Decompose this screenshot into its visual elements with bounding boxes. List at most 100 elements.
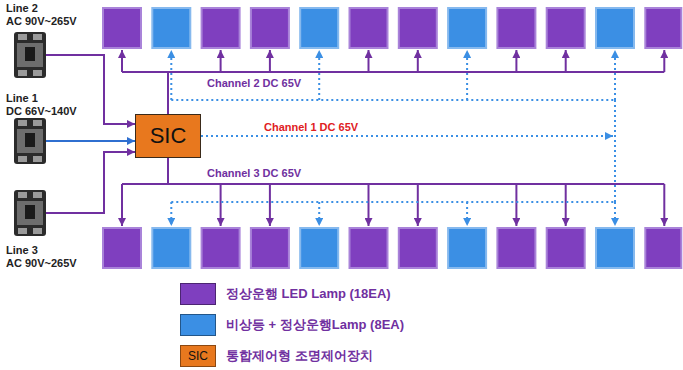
led-lamp (251, 8, 289, 48)
channel-wire (167, 72, 169, 114)
breaker-body (14, 190, 46, 236)
legend-text: 비상등 + 정상운행Lamp (8EA) (226, 317, 404, 333)
breaker-body (14, 32, 46, 78)
legend-text: 통합제어형 조명제어장치 (226, 348, 373, 364)
wire-stub (46, 140, 85, 142)
channel-wire (122, 183, 664, 185)
control-unit-box: SIC (135, 114, 201, 158)
channel-wire (201, 135, 613, 137)
feed-arrow (220, 184, 222, 226)
breaker-terminal (18, 228, 27, 234)
lamp-row (103, 228, 681, 268)
led-lamp (547, 228, 585, 268)
led-lamp (103, 8, 141, 48)
breaker-symbol (14, 118, 46, 164)
breaker-terminal (33, 34, 42, 40)
channel-label: Channel 2 DC 65V (205, 76, 303, 90)
channel-wire (614, 100, 616, 202)
legend-swatch (180, 283, 216, 305)
feed-arrow (663, 50, 665, 72)
feed-arrow (466, 50, 468, 100)
node-text: AC 90V~265V (6, 257, 77, 270)
breaker-toggle (25, 47, 35, 61)
breaker-terminal (33, 120, 42, 126)
node-text: Line 1 (6, 92, 38, 105)
feed-arrow (368, 50, 370, 72)
emergency-lamp (300, 228, 338, 268)
lamp-row (103, 8, 681, 48)
breaker-symbol (14, 190, 46, 236)
emergency-lamp (448, 8, 486, 48)
feed-arrow (318, 202, 320, 226)
channel-wiring (171, 50, 615, 226)
emergency-lamp (300, 8, 338, 48)
feed-arrow (121, 50, 123, 72)
breaker-terminal (33, 228, 42, 234)
legend-text: 정상운행 LED Lamp (18EA) (226, 286, 391, 302)
feed-arrow (614, 50, 616, 100)
legend-row: 통합제어형 조명제어장치 (180, 345, 373, 367)
breaker-stubs (46, 55, 85, 213)
legend-row: 비상등 + 정상운행Lamp (8EA) (180, 314, 404, 336)
node-text: DC 66V~140V (6, 105, 77, 118)
led-lamp (399, 228, 437, 268)
channel-wire (171, 99, 615, 101)
channel-wiring (122, 50, 664, 114)
led-lamp (202, 8, 240, 48)
breaker-unit: Line 3AC 90V~265V (4, 190, 85, 270)
channel-label: Channel 3 DC 65V (205, 166, 303, 180)
breaker-toggle (25, 133, 35, 147)
channel-wire (122, 71, 664, 73)
feed-arrow (269, 184, 271, 226)
feed-arrow (515, 184, 517, 226)
feed-arrow (515, 50, 517, 72)
channel-wire (171, 201, 615, 203)
led-lamp (645, 228, 681, 268)
led-lamp (251, 228, 289, 268)
feed-arrow (663, 184, 665, 226)
breaker-body (14, 118, 46, 164)
feed-arrow (565, 184, 567, 226)
breaker-toggle (25, 205, 35, 219)
wire-stub (46, 212, 85, 214)
led-lamp (497, 228, 535, 268)
legend-swatch (180, 314, 216, 336)
breaker-terminal (18, 192, 27, 198)
feed-arrow (417, 184, 419, 226)
led-lamp (645, 8, 681, 48)
channel-label: Channel 1 DC 65V (262, 120, 360, 134)
emergency-lamp (448, 228, 486, 268)
breaker-terminal (33, 192, 42, 198)
legend-row: 정상운행 LED Lamp (18EA) (180, 283, 391, 305)
feed-arrow (565, 50, 567, 72)
feed-arrow (269, 50, 271, 72)
breaker-unit: Line 2AC 90V~265V (4, 2, 85, 78)
feed-arrow (368, 184, 370, 226)
breaker-terminal (33, 156, 42, 162)
led-lamp (350, 228, 388, 268)
node-text: SIC (150, 123, 187, 149)
breaker-face (17, 43, 43, 67)
breaker-terminal (18, 70, 27, 76)
led-lamp (547, 8, 585, 48)
breaker-terminal (18, 120, 27, 126)
feed-arrow (220, 50, 222, 72)
emergency-lamp (596, 8, 634, 48)
feed-arrow (417, 50, 419, 72)
node-text: Line 2 (6, 2, 38, 15)
led-lamp (399, 8, 437, 48)
emergency-lamp (152, 228, 190, 268)
emergency-lamp (596, 228, 634, 268)
feed-arrow (318, 50, 320, 100)
breaker-terminal (18, 156, 27, 162)
feed-connector (85, 140, 135, 142)
feed-connector (85, 55, 135, 124)
breaker-face (17, 129, 43, 153)
feed-arrow (170, 202, 172, 226)
channel-wire (167, 158, 169, 184)
emergency-lamp (152, 8, 190, 48)
node-text: AC 90V~265V (6, 15, 77, 28)
led-lamp (202, 228, 240, 268)
feed-arrow (121, 184, 123, 226)
